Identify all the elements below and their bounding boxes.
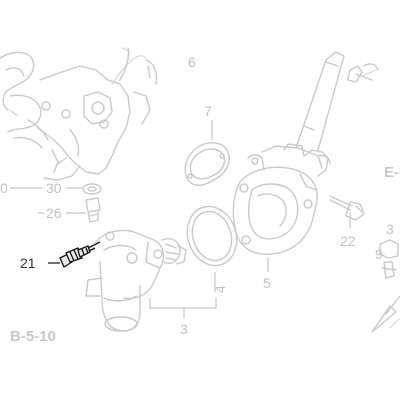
callout-6: 6 [188,54,196,70]
part-3-water-inlet [85,229,187,332]
leader-lines [10,120,351,318]
callout-21: 21 [20,255,36,271]
part-7-gasket [184,142,230,186]
engine-housing [0,47,158,181]
direction-arrow [371,295,400,333]
callout-22: 22 [340,233,356,249]
ref-b-5-10[interactable]: B-5-10 [10,328,56,345]
part-21-sensor[interactable] [48,241,101,268]
callout-26: 26 [46,205,62,221]
upper-pipe-bracket [347,63,379,83]
callout-30: 30 [46,180,62,196]
callout-0: 0 [0,180,8,196]
reference-codes: B-5-10 E- [10,164,399,345]
callout-9: 9 [375,246,383,262]
callout-5: 5 [263,275,271,291]
callout-3-right: 3 [386,221,394,237]
part-30-washer [82,183,102,195]
callout-4: 4 [212,285,228,293]
part-26-plug [85,197,101,223]
callouts: 6 7 0 30 26 21 4 5 3 22 9 3 [0,54,394,337]
ref-e[interactable]: E- [384,164,399,181]
part-4-oring [186,205,238,267]
callout-7: 7 [204,103,212,119]
part-22-bolt [329,195,365,221]
part-5-housing [232,51,345,255]
callout-3: 3 [180,321,188,337]
part-9-bolt [379,239,399,279]
